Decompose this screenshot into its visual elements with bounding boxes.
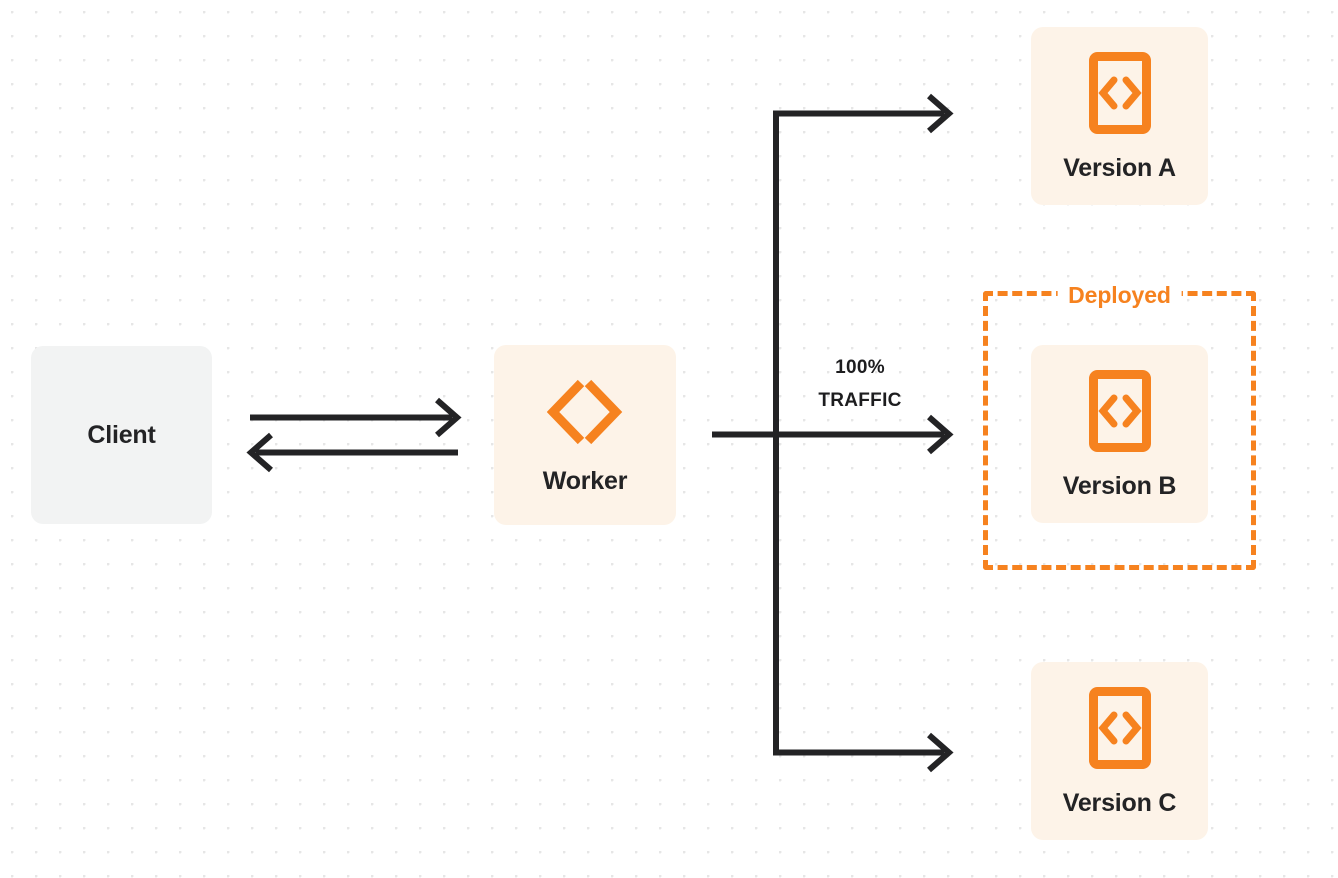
deployed-group: Deployed [983, 281, 1256, 570]
node-worker[interactable]: Worker [494, 345, 676, 525]
node-version-b[interactable]: Version B [1031, 345, 1208, 523]
connector-client-to-worker [250, 397, 462, 438]
connector-worker-to-version-a [773, 93, 954, 134]
connector-worker-to-version-b [712, 414, 954, 455]
node-version-a[interactable]: Version A [1031, 27, 1208, 205]
node-version-c[interactable]: Version C [1031, 662, 1208, 840]
node-client[interactable]: Client [31, 346, 212, 524]
traffic-annotation: 100% TRAFFIC [786, 351, 934, 418]
traffic-label: TRAFFIC [818, 390, 902, 412]
code-file-icon [1088, 369, 1151, 452]
cloudflare-workers-logo-icon [546, 377, 623, 447]
node-version-c-label: Version C [1062, 788, 1177, 817]
node-worker-label: Worker [542, 466, 628, 495]
node-version-b-label: Version B [1062, 471, 1177, 500]
connector-worker-to-client [246, 432, 458, 473]
connector-worker-to-version-c [773, 732, 954, 773]
deployed-group-label: Deployed [1057, 281, 1182, 311]
traffic-percent: 100% [835, 357, 885, 378]
node-client-label: Client [87, 420, 156, 449]
code-file-icon [1088, 51, 1151, 134]
code-file-icon [1088, 686, 1151, 769]
node-version-a-label: Version A [1063, 153, 1176, 182]
